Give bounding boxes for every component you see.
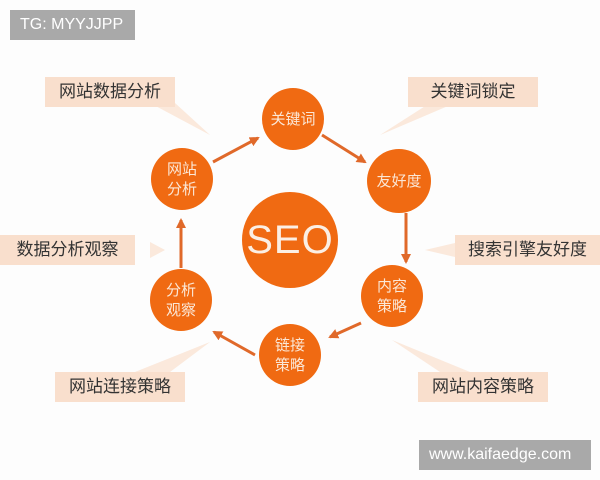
node-content-strategy: 内容策略 (361, 265, 423, 327)
node-label: 关键词 (270, 110, 316, 128)
callout-tail (135, 342, 210, 372)
node-label: 友好度 (376, 172, 422, 190)
callout-site-link-strategy: 网站连接策略 (55, 372, 185, 402)
callout-site-content-strategy: 网站内容策略 (418, 372, 548, 402)
arrow-site-analysis-to-keywords (212, 136, 260, 164)
node-friendliness: 友好度 (367, 149, 431, 213)
callout-keyword-lock: 关键词锁定 (408, 77, 538, 107)
seo-center-node: SEO (242, 192, 338, 288)
arrow-keywords-to-friendliness (321, 133, 367, 164)
callout-search-engine-friendly: 搜索引擎友好度 (455, 235, 600, 265)
watermark-top: TG: MYYJJPP (10, 10, 135, 40)
arrow-content-to-link (328, 321, 362, 339)
watermark-bottom: www.kaifaedge.com (419, 440, 591, 470)
callout-tail (380, 103, 455, 135)
callout-tail (150, 242, 165, 258)
node-label: 内容策略 (376, 277, 407, 315)
node-site-analysis: 网站分析 (151, 148, 213, 210)
callout-tail (150, 103, 210, 135)
callout-tail (425, 243, 455, 257)
node-label: 网站分析 (166, 160, 197, 198)
node-keywords: 关键词 (262, 88, 324, 150)
node-label: 链接策略 (274, 336, 305, 374)
node-label: 分析观察 (165, 281, 196, 319)
seo-label: SEO (246, 217, 334, 262)
callout-tail (392, 340, 470, 372)
arrow-link-to-analysis (212, 330, 256, 357)
callout-site-data-analysis: 网站数据分析 (45, 77, 175, 107)
callout-data-analysis-observation: 数据分析观察 (0, 235, 135, 265)
node-link-strategy: 链接策略 (259, 324, 321, 386)
node-analysis-observation: 分析观察 (150, 269, 212, 331)
